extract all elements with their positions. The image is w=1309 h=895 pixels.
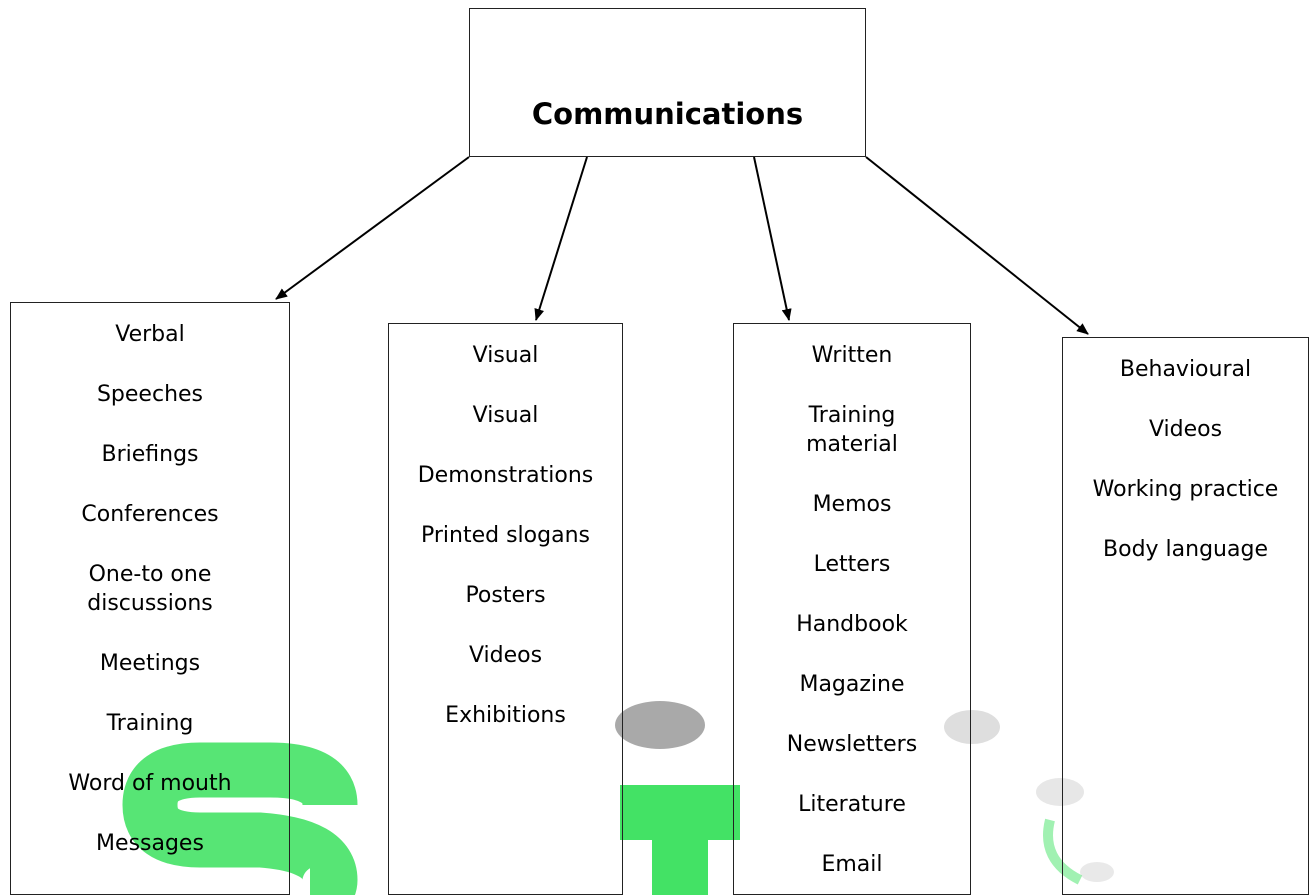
watermark-dot-3 [1036, 778, 1084, 806]
visual-item: Posters [465, 583, 546, 608]
written-item: Training material [806, 403, 898, 457]
verbal-item: Messages [96, 831, 204, 856]
verbal-item: One-to one discussions [87, 562, 213, 616]
watermark-arc [1043, 818, 1083, 885]
watermark-letter-s [122, 742, 358, 895]
written-item: Magazine [799, 672, 905, 697]
visual-item: Visual [472, 403, 539, 428]
visual-item: Videos [468, 643, 543, 668]
written-node: Written Training material Memos Letters … [733, 323, 971, 895]
verbal-item: Briefings [101, 442, 199, 467]
arrow-to-written [753, 156, 792, 321]
verbal-node: Verbal Speeches Briefings Conferences On… [10, 302, 290, 895]
written-item: Newsletters [786, 732, 918, 757]
written-item: Literature [798, 792, 906, 817]
verbal-item: Training [106, 711, 194, 736]
verbal-item: Meetings [99, 651, 201, 676]
written-item: Handbook [796, 612, 908, 637]
visual-item: Printed slogans [421, 523, 590, 548]
watermark-dot-2 [944, 710, 1000, 744]
verbal-item: Verbal [115, 322, 185, 347]
behavioural-item: Working practice [1092, 477, 1279, 502]
written-item: Written [811, 343, 893, 368]
visual-node: Visual Visual Demonstrations Printed slo… [388, 323, 623, 895]
visual-item: Visual [472, 343, 539, 368]
arrow-to-behavioural [865, 156, 1089, 335]
behavioural-node: Behavioural Videos Working practice Body… [1062, 337, 1309, 895]
root-node: Communications [469, 8, 866, 157]
behavioural-item: Videos [1148, 417, 1223, 442]
arrow-to-visual [534, 156, 588, 321]
visual-item: Demonstrations [417, 463, 594, 488]
behavioural-item: Body language [1103, 537, 1268, 562]
visual-item: Exhibitions [445, 703, 566, 728]
verbal-item: Speeches [96, 382, 204, 407]
arrow-to-verbal [275, 156, 470, 300]
watermark-dot-1 [615, 701, 705, 749]
watermark-letter-t-stem [652, 785, 708, 895]
watermark-dot-4 [1080, 862, 1114, 882]
verbal-item: Word of mouth [68, 771, 232, 796]
root-title: Communications [531, 96, 804, 131]
written-item: Letters [813, 552, 891, 577]
written-item: Email [821, 852, 883, 877]
verbal-item: Conferences [81, 502, 219, 527]
written-item: Memos [812, 492, 892, 517]
behavioural-item: Behavioural [1119, 357, 1252, 382]
